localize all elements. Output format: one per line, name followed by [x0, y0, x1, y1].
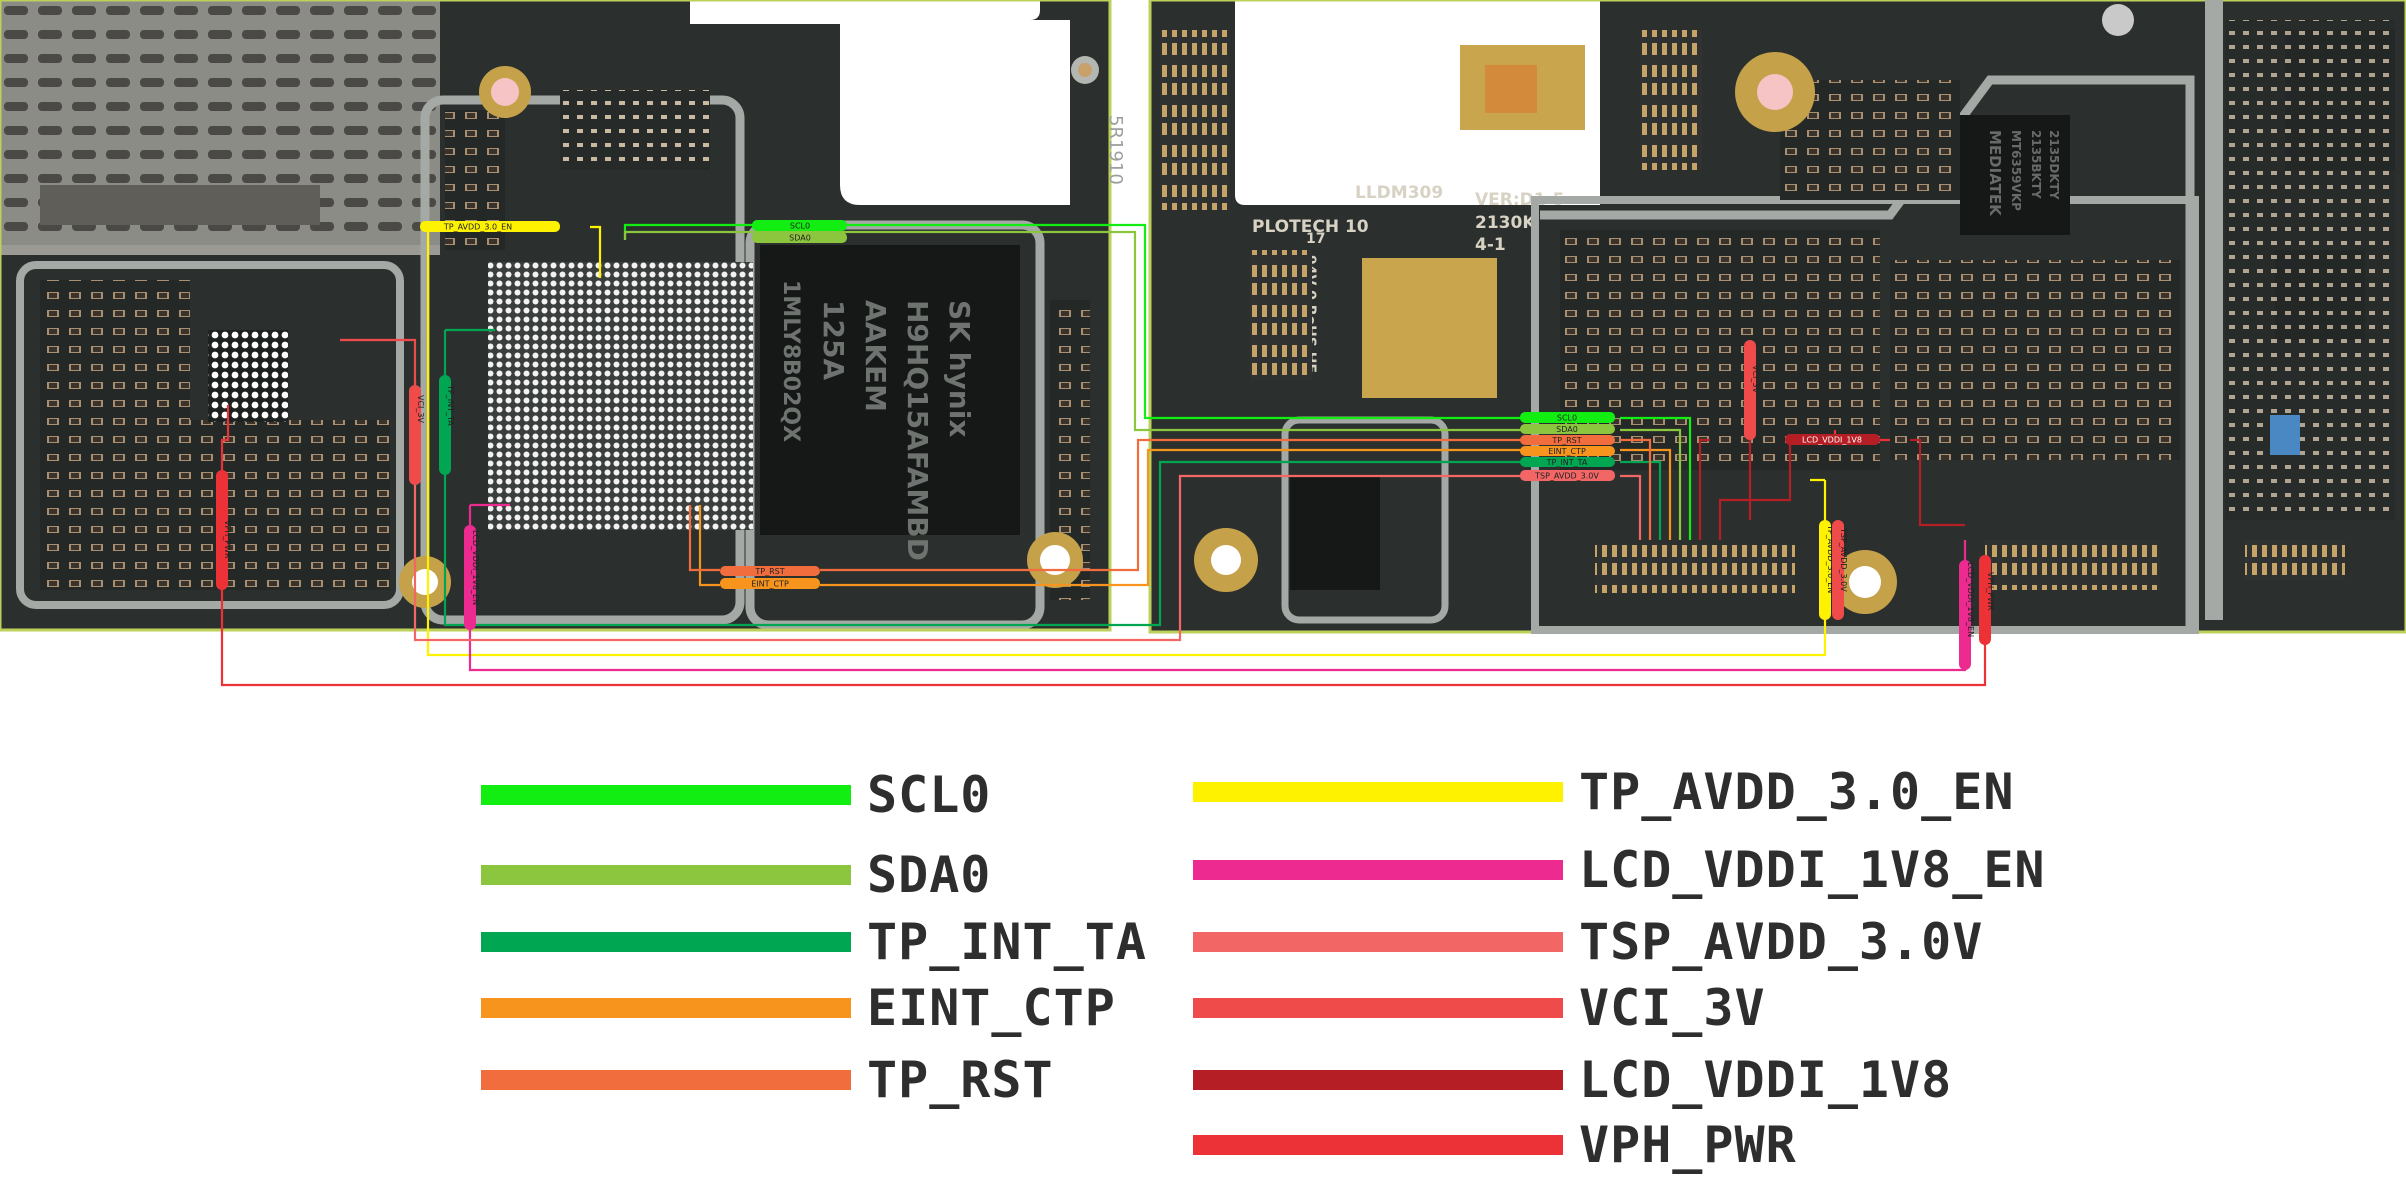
legend-item-tp-avdd-en: TP_AVDD_3.0_EN: [1193, 762, 2014, 822]
tag-tp-rst-right: TP_RST: [1520, 435, 1615, 445]
tag-sda0-right: SDA0: [1520, 424, 1615, 434]
tag-text: TSP_AVDD_3.0V: [1839, 527, 1848, 592]
tag-vci-right: VCI_3V: [1744, 340, 1760, 440]
legend-swatch: [481, 865, 851, 885]
tag-text: TP_AVDD_3.0_EN: [1826, 524, 1835, 593]
tag-text: EINT_CTP: [1548, 447, 1586, 456]
net-tags: TP_AVDD_3.0_EN SCL0 SDA0 TP_RST EINT_CTP…: [216, 220, 1995, 670]
legend-swatch: [481, 932, 851, 952]
pmic-marking: MT6359VKP: [2009, 130, 2023, 211]
legend-swatch: [1193, 932, 1563, 952]
silk-lldm: LLDM309: [1355, 183, 1443, 203]
tag-text: SCL0: [790, 222, 810, 231]
tag-sda0-left: SDA0: [752, 232, 847, 243]
tag-text: SDA0: [789, 234, 811, 243]
tag-text: VCI_3V: [416, 395, 425, 424]
tag-vph-right: VPH_PWR: [1979, 555, 1995, 645]
silk-num: 17: [1306, 231, 1325, 247]
legend-label: SDA0: [867, 846, 992, 904]
pmic-marking: 2135DKTY: [2047, 130, 2061, 200]
legend-label: VPH_PWR: [1579, 1116, 1797, 1174]
legend-swatch: [1193, 1070, 1563, 1090]
tag-text: TP_INT_TA: [1546, 458, 1588, 467]
tag-tsp-avdd-right: TSP_AVDD_3.0V: [1520, 470, 1615, 481]
pmic-marking: MEDIATEK: [1986, 130, 2004, 217]
pmic-marking: 2135BKTY: [2029, 130, 2043, 199]
legend-item-eint-ctp: EINT_CTP: [481, 978, 1116, 1038]
chip-marking: 125A: [817, 300, 850, 380]
legend-item-lcd-vddi: LCD_VDDI_1V8: [1193, 1050, 1952, 1110]
right-board: PLOTECH 10 LLDM309 VER:D1-5 2130K 4-1 94…: [1148, 0, 2406, 634]
tag-vci-left: VCI_3V: [409, 385, 425, 485]
legend-label: TSP_AVDD_3.0V: [1579, 913, 1984, 971]
chip-marking: SK hynix: [943, 300, 976, 437]
legend-item-scl0: SCL0: [481, 765, 991, 825]
legend-item-lcd-vddi-en: LCD_VDDI_1V8_EN: [1193, 840, 2046, 900]
tag-eint-left: EINT_CTP: [720, 578, 820, 589]
trace-wires: [220, 223, 1987, 687]
tag-lcd-vddi-right: LCD_VDDI_1V8: [1785, 434, 1880, 445]
tag-text: VPH_PWR: [223, 520, 232, 559]
tag-text: SCL0: [1557, 414, 1577, 423]
legend-swatch: [1193, 998, 1563, 1018]
tag-scl0-left: SCL0: [752, 220, 847, 231]
legend-label: VCI_3V: [1579, 979, 1766, 1037]
silk-plotech: PLOTECH 10: [1252, 217, 1369, 237]
silk-date: 2130K: [1475, 213, 1536, 233]
legend-item-vph-pwr: VPH_PWR: [1193, 1115, 1797, 1175]
tag-tp-int-left: TP_INT_TA: [439, 375, 455, 475]
tag-text: TP_INT_TA: [446, 384, 455, 426]
tag-scl0-right: SCL0: [1520, 412, 1615, 423]
legend-label: TP_INT_TA: [867, 913, 1147, 971]
legend-item-tp-rst: TP_RST: [481, 1050, 1054, 1110]
legend-label: TP_RST: [867, 1051, 1054, 1109]
legend-label: EINT_CTP: [867, 979, 1116, 1037]
chip-marking: H9HQ15AFAMBD: [901, 300, 934, 561]
legend-item-tp-int-ta: TP_INT_TA: [481, 912, 1147, 972]
legend-swatch: [1193, 1135, 1563, 1155]
tag-text: LCD_VDDI_1V8_EN: [1966, 562, 1975, 637]
chip-marking: AAKEM: [859, 300, 892, 412]
tag-text: EINT_CTP: [751, 580, 789, 589]
tag-text: SDA0: [1556, 425, 1578, 434]
silk-ver: VER:D1-5: [1475, 190, 1564, 210]
legend-swatch: [481, 785, 851, 805]
trace-scl0: [623, 223, 1540, 420]
tag-tsp-right: TSP_AVDD_3.0V: [1832, 520, 1848, 620]
legend-swatch: [481, 998, 851, 1018]
tag-tp-rst-left: TP_RST: [720, 566, 820, 576]
tag-text: TP_RST: [754, 567, 784, 576]
tag-text: TP_RST: [1551, 436, 1581, 445]
tag-text: LCD_VDDI_1V8: [1802, 436, 1862, 445]
legend-swatch: [1193, 860, 1563, 880]
tag-lcd-en-left: LCD_VDDI_1V8_EN: [464, 525, 480, 630]
legend-swatch: [1193, 782, 1563, 802]
tag-tp-int-right: TP_INT_TA: [1520, 457, 1615, 467]
tag-text: VPH_PWR: [1986, 572, 1995, 611]
legend-item-vci-3v: VCI_3V: [1193, 978, 1766, 1038]
silk-5r: 5R1910: [1105, 115, 1126, 185]
silk-rev: 4-1: [1475, 235, 1506, 255]
legend-label: LCD_VDDI_1V8: [1579, 1051, 1953, 1109]
legend-item-tsp-avdd: TSP_AVDD_3.0V: [1193, 912, 1983, 972]
tag-text: VCI_3V: [1751, 365, 1760, 394]
legend-label: TP_AVDD_3.0_EN: [1579, 763, 2015, 821]
tag-lcd-en-right: LCD_VDDI_1V8_EN: [1959, 560, 1975, 670]
legend-item-sda0: SDA0: [481, 845, 991, 905]
legend-swatch: [481, 1070, 851, 1090]
tag-text: TP_AVDD_3.0_EN: [443, 223, 512, 232]
left-board: SK hynix H9HQ15AFAMBD AAKEM 125A 1MLY8B0…: [0, 0, 1126, 632]
tag-text: LCD_VDDI_1V8_EN: [471, 530, 480, 605]
tag-tp-avdd-en: TP_AVDD_3.0_EN: [420, 221, 560, 232]
tag-vph-left: VPH_PWR: [216, 470, 232, 590]
legend-label: LCD_VDDI_1V8_EN: [1579, 841, 2046, 899]
chip-marking: 1MLY8B02QX: [778, 280, 803, 442]
legend-label: SCL0: [867, 766, 992, 824]
tag-text: TSP_AVDD_3.0V: [1534, 472, 1599, 481]
tag-eint-right: EINT_CTP: [1520, 446, 1615, 456]
tag-tp-avdd-right: TP_AVDD_3.0_EN: [1819, 520, 1835, 620]
